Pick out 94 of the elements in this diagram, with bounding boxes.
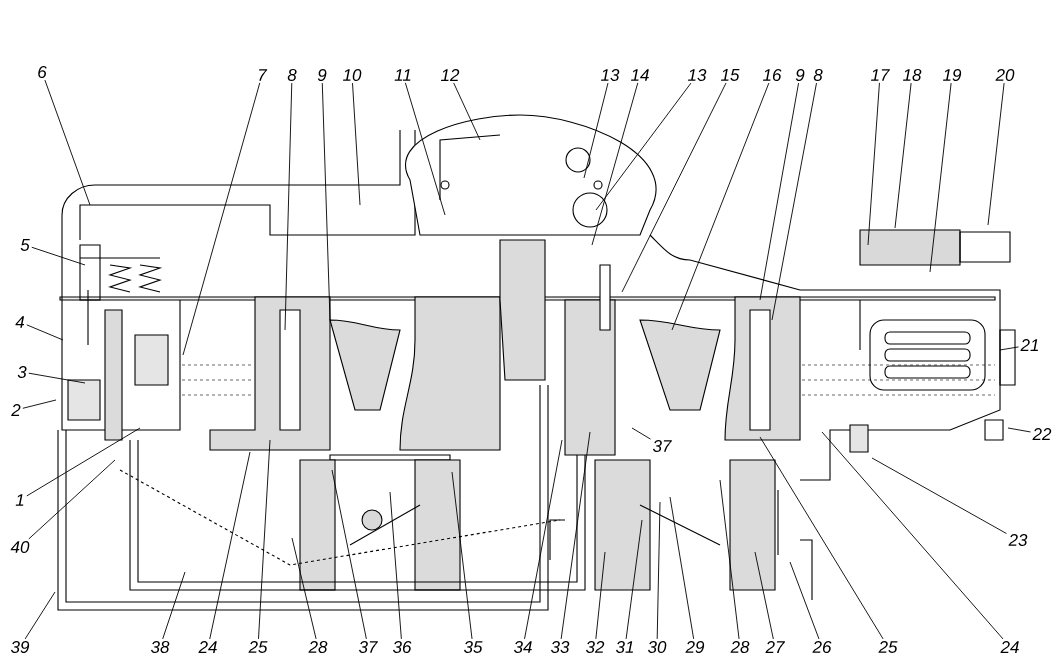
leader-line [987,82,1005,226]
leader-line [284,82,293,331]
callout-number: 23 [1008,534,1028,546]
leader-line [28,372,86,384]
leader-line [625,519,643,640]
leader-line [821,431,1004,640]
callout-number: 1 [15,494,24,506]
callout-number: 2 [11,404,21,416]
callout-number: 17 [871,69,890,81]
callout-number: 28 [730,641,750,653]
callout-number: 3 [17,366,27,378]
callout-number: 9 [317,69,327,81]
leader-line [583,82,609,179]
leader-line [182,82,261,356]
leader-line [524,439,563,640]
callout-number: 37 [652,440,672,452]
callout-number: 19 [943,69,962,81]
leader-line [759,82,800,301]
leader-line [591,82,639,246]
callout-number: 9 [795,69,805,81]
leader-line [560,431,591,640]
leader-line [595,82,692,211]
leader-line [1007,427,1031,433]
leader-line [999,346,1019,351]
callout-number: 28 [308,641,328,653]
callout-number: 20 [995,69,1015,81]
callout-number: 37 [358,641,378,653]
callout-number: 32 [585,641,605,653]
callout-number: 8 [287,69,297,81]
callout-number: 33 [550,641,570,653]
callout-number: 30 [647,641,667,653]
callout-number: 31 [615,641,633,653]
leader-line [754,551,774,640]
callout-number: 22 [1032,428,1052,440]
leader-line [291,537,317,640]
callout-number: 27 [765,641,785,653]
callout-number: 5 [20,239,30,251]
callout-number: 8 [813,69,823,81]
callout-number: 4 [15,316,25,328]
leader-line [631,427,651,440]
leader-line [453,82,481,141]
callout-number: 21 [1020,339,1038,351]
leader-line [31,246,86,266]
callout-number: 25 [248,641,268,653]
callout-number: 18 [903,69,922,81]
leader-line [671,82,770,331]
leader-line [894,82,912,229]
leader-line [669,496,695,640]
callout-number: 26 [812,641,832,653]
callout-number: 14 [631,69,649,81]
leader-line [595,551,606,640]
leader-line [26,324,64,341]
callout-number: 36 [392,641,412,653]
leader-line [26,427,141,497]
leader-line [209,451,251,640]
callout-number: 39 [10,641,30,653]
callout-number: 7 [259,69,268,81]
leader-line [867,82,880,246]
callout-number: 12 [441,69,460,81]
callout-number: 24 [1000,641,1019,653]
leader-line [24,591,56,640]
callout-number: 15 [721,69,740,81]
callout-number: 13 [601,69,620,81]
callout-number: 25 [878,641,898,653]
callout-number: 11 [394,69,411,81]
leader-line [22,399,57,409]
callout-number: 35 [463,641,483,653]
callout-number: 38 [150,641,170,653]
leader-line [28,459,116,540]
leader-line [656,501,661,640]
callout-number: 24 [198,641,217,653]
leader-line [352,82,361,206]
leader-line [389,491,402,640]
callout-number: 29 [685,641,705,653]
leader-line [44,79,91,206]
callout-number: 34 [513,641,532,653]
leader-line [321,82,331,321]
leader-line [871,457,1007,534]
leader-line [719,479,740,640]
callout-number: 6 [38,66,47,78]
callout-number: 40 [10,541,30,553]
leader-line [258,439,271,640]
leader-line [771,82,817,321]
leader-line [929,82,952,273]
callout-number: 10 [343,69,362,81]
leader-line [404,82,446,216]
callout-number: 16 [763,69,782,81]
callout-number: 13 [688,69,707,81]
leader-line [162,571,186,640]
leader-line [451,471,473,640]
leader-line [331,469,367,640]
leader-line [789,561,820,640]
leader-line [621,82,727,293]
leader-line [759,436,884,640]
